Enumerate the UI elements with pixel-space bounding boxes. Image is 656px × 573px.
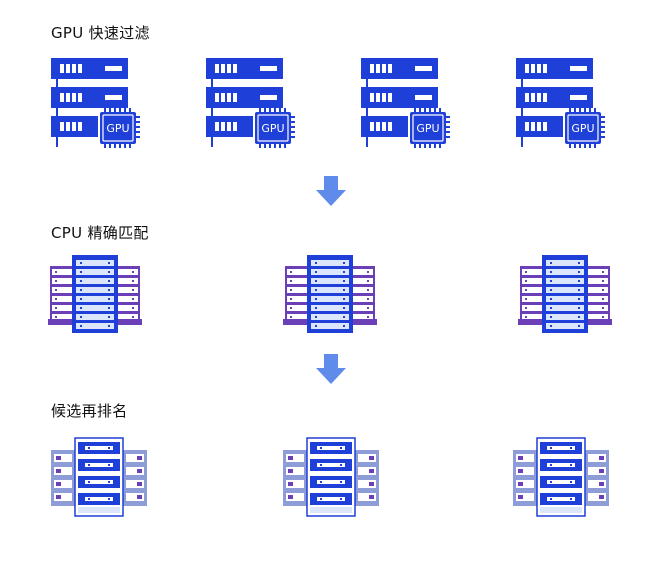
gpu-server-icon: GPU <box>514 55 610 151</box>
stage-title-cpu-match: CPU 精确匹配 <box>51 224 149 242</box>
gpu-chip-label: GPU <box>571 122 594 135</box>
cpu-server-rack-icon <box>283 253 377 337</box>
gpu-server-icon: GPU <box>49 55 145 151</box>
down-arrow-icon <box>316 176 346 208</box>
gpu-chip-label: GPU <box>106 122 129 135</box>
server-cluster-icon <box>281 436 381 518</box>
gpu-server-icon: GPU <box>359 55 455 151</box>
gpu-server-icon: GPU <box>204 55 300 151</box>
server-cluster-icon <box>49 436 149 518</box>
cpu-server-rack-icon <box>48 253 142 337</box>
stage-title-gpu-filter: GPU 快速过滤 <box>51 24 150 42</box>
gpu-chip-label: GPU <box>261 122 284 135</box>
cpu-server-rack-icon <box>518 253 612 337</box>
server-cluster-icon <box>511 436 611 518</box>
gpu-chip-label: GPU <box>416 122 439 135</box>
down-arrow-icon <box>316 354 346 386</box>
stage-title-rerank: 候选再排名 <box>51 402 128 420</box>
